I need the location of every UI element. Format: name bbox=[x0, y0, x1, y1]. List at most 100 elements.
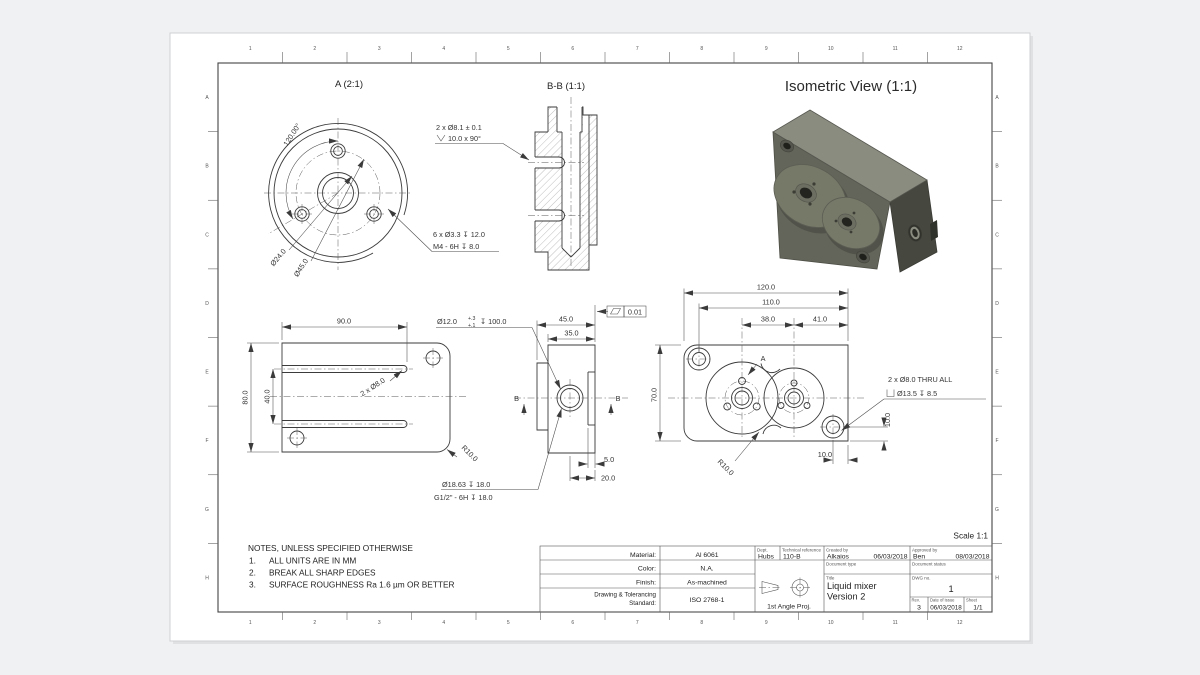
callout-tap: 6 x Ø3.3 ↧ 12.0 M4 - 6H ↧ 8.0 bbox=[387, 208, 499, 252]
zone-label: G bbox=[995, 507, 999, 513]
created-by-name: Alkaios bbox=[827, 554, 850, 561]
material-value: Al 6061 bbox=[695, 552, 718, 559]
drawing-title-line1: Liquid mixer bbox=[827, 581, 877, 591]
sheet bbox=[169, 32, 1033, 644]
zone-label: D bbox=[995, 301, 999, 307]
zone-label: B bbox=[205, 164, 209, 170]
scale-label: Scale 1:1 bbox=[953, 531, 988, 541]
zone-label: 1 bbox=[249, 46, 252, 52]
callout-port: Ø18.63 ↧ 18.0 G1/2" - 6H ↧ 18.0 bbox=[434, 408, 562, 502]
created-by-label: Created by bbox=[826, 548, 849, 553]
zone-label: 3 bbox=[378, 620, 381, 626]
dim-front-120: 120.0 bbox=[757, 283, 775, 292]
callout-bore: Ø12.0 +.3 +.1 ↧ 100.0 bbox=[436, 316, 561, 390]
first-angle-cone-icon bbox=[761, 581, 779, 594]
standard-label-2: Standard: bbox=[629, 600, 656, 607]
iso-view-label: Isometric View (1:1) bbox=[785, 78, 917, 95]
callout-bore-dia: Ø12.0 bbox=[437, 317, 457, 326]
view-section-bb: B-B (1:1) bbox=[528, 81, 598, 271]
dim-front-10-right: 10.0 bbox=[883, 413, 892, 427]
view-bb-label: B-B (1:1) bbox=[547, 81, 585, 92]
dwg-no-label: DWG no. bbox=[912, 576, 931, 581]
zone-label: 12 bbox=[957, 620, 963, 626]
zone-label: A bbox=[205, 95, 209, 101]
rear-slots bbox=[282, 365, 408, 428]
section-outline bbox=[534, 106, 598, 271]
projection-symbol: 1st Angle Proj. bbox=[759, 577, 811, 611]
zone-label: 8 bbox=[700, 620, 703, 626]
finish-label: Finish: bbox=[636, 580, 656, 587]
flatness-frame: 0.01 bbox=[597, 305, 647, 318]
finish-value: As-machined bbox=[687, 580, 727, 587]
dim-side-45: 45.0 bbox=[559, 315, 573, 324]
dim-rear-80: 80.0 bbox=[241, 390, 250, 404]
standard-label-1: Drawing & Tolerancing bbox=[594, 592, 656, 599]
dim-side-20: 20.0 bbox=[601, 474, 615, 483]
zone-label: 7 bbox=[636, 46, 639, 52]
zone-label: E bbox=[995, 370, 999, 376]
callout-counterbore: 2 x Ø8.0 THRU ALL Ø13.5 ↧ 8.5 bbox=[841, 375, 986, 431]
zone-label: A bbox=[995, 95, 999, 101]
zone-label: 2 bbox=[313, 46, 316, 52]
zone-label: 6 bbox=[571, 46, 574, 52]
docstatus-label: Document status bbox=[912, 562, 947, 567]
callout-countersink-line1: 2 x Ø8.1 ± 0.1 bbox=[436, 123, 482, 132]
rev-value: 3 bbox=[917, 605, 921, 612]
dim-side-5: 5.0 bbox=[604, 455, 614, 464]
section-label-b-left: B bbox=[514, 394, 519, 403]
dept-label: Dept. bbox=[757, 548, 768, 553]
iso-corner-hole-bottom bbox=[855, 250, 871, 264]
issue-date-value: 06/03/2018 bbox=[930, 605, 962, 612]
view-isometric: Isometric View (1:1) bbox=[772, 78, 938, 273]
note-3-text: SURFACE ROUGHNESS Ra 1.6 µm OR BETTER bbox=[269, 580, 455, 590]
zone-label: 5 bbox=[507, 46, 510, 52]
zone-label: 1 bbox=[249, 620, 252, 626]
zone-label: B bbox=[995, 164, 999, 170]
flatness-value: 0.01 bbox=[628, 308, 642, 317]
approved-date: 08/03/2018 bbox=[955, 554, 989, 561]
countersink-icon bbox=[436, 134, 446, 142]
section-label-b-right: B bbox=[616, 394, 621, 403]
note-1-num: 1. bbox=[249, 556, 256, 566]
zone-label: 10 bbox=[828, 46, 834, 52]
zone-label: 10 bbox=[828, 620, 834, 626]
zone-label: G bbox=[205, 507, 209, 513]
dept-value: Hubs bbox=[758, 554, 774, 561]
zone-label: 5 bbox=[507, 620, 510, 626]
detail-a-marker: A bbox=[761, 354, 766, 363]
zone-label: H bbox=[205, 575, 209, 581]
zone-label: H bbox=[995, 575, 999, 581]
callout-bore-tol-lower: +.1 bbox=[468, 323, 475, 329]
view-a-label: A (2:1) bbox=[335, 79, 363, 90]
iso-side-port bbox=[907, 224, 923, 242]
note-3-num: 3. bbox=[249, 580, 256, 590]
section-cut-arrows: B B bbox=[514, 394, 621, 415]
dim-front-110: 110.0 bbox=[762, 298, 780, 307]
iso-top-face bbox=[772, 109, 928, 203]
callout-cb-line2: Ø13.5 ↧ 8.5 bbox=[897, 389, 937, 398]
zone-label: 11 bbox=[893, 620, 898, 626]
view-side: B B 45.0 35.0 5.0 20.0 0.01 Ø12.0 +.3 +.… bbox=[434, 305, 647, 502]
note-2-text: BREAK ALL SHARP EDGES bbox=[269, 568, 376, 578]
zone-label: 7 bbox=[636, 620, 639, 626]
color-value: N.A. bbox=[700, 566, 713, 573]
zone-label: 6 bbox=[571, 620, 574, 626]
drawing-title-line2: Version 2 bbox=[827, 592, 865, 602]
zone-label: 2 bbox=[313, 620, 316, 626]
zone-label: 3 bbox=[378, 46, 381, 52]
callout-countersink-line2: 10.0 x 90° bbox=[448, 134, 481, 143]
approved-by-name: Ben bbox=[913, 554, 925, 561]
callout-cb-line1: 2 x Ø8.0 THRU ALL bbox=[888, 375, 952, 384]
zone-label: C bbox=[995, 232, 999, 238]
dim-front-10-bottom: 10.0 bbox=[818, 450, 832, 459]
notes-title: NOTES, UNLESS SPECIFIED OTHERWISE bbox=[248, 543, 413, 553]
title-label: Title bbox=[826, 576, 835, 581]
created-date: 06/03/2018 bbox=[873, 554, 907, 561]
approved-by-label: Approved by bbox=[912, 548, 938, 553]
rev-label: Rev. bbox=[912, 598, 920, 603]
dim-side-35: 35.0 bbox=[564, 329, 578, 338]
zone-label: F bbox=[995, 438, 998, 444]
zone-label: 12 bbox=[957, 46, 963, 52]
callout-tap-line1: 6 x Ø3.3 ↧ 12.0 bbox=[433, 230, 485, 239]
